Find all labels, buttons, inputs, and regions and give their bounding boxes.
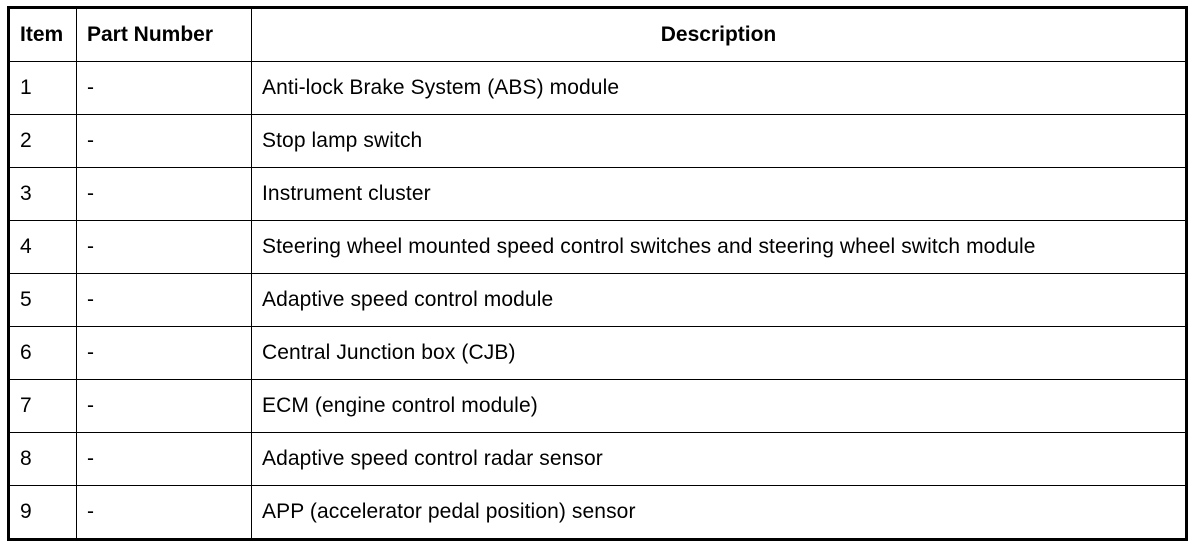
table-row: 7 - ECM (engine control module) [8, 379, 1187, 433]
header-part-number: Part Number [76, 7, 252, 62]
cell-part-number: - [76, 61, 252, 115]
table-row: 9 - APP (accelerator pedal position) sen… [8, 485, 1187, 540]
cell-part-number: - [76, 432, 252, 486]
cell-item: 6 [8, 326, 77, 380]
table-header-row: Item Part Number Description [8, 7, 1187, 62]
cell-item: 4 [8, 220, 77, 274]
cell-description: Instrument cluster [251, 167, 1187, 221]
parts-table: Item Part Number Description 1 - Anti-lo… [7, 6, 1188, 541]
cell-part-number: - [76, 273, 252, 327]
cell-description: APP (accelerator pedal position) sensor [251, 485, 1187, 540]
cell-description: Stop lamp switch [251, 114, 1187, 168]
cell-item: 8 [8, 432, 77, 486]
table-row: 4 - Steering wheel mounted speed control… [8, 220, 1187, 274]
header-description: Description [251, 7, 1187, 62]
cell-part-number: - [76, 326, 252, 380]
header-item: Item [8, 7, 77, 62]
table-row: 5 - Adaptive speed control module [8, 273, 1187, 327]
cell-description: ECM (engine control module) [251, 379, 1187, 433]
cell-item: 7 [8, 379, 77, 433]
table-row: 8 - Adaptive speed control radar sensor [8, 432, 1187, 486]
cell-description: Steering wheel mounted speed control swi… [251, 220, 1187, 274]
cell-item: 9 [8, 485, 77, 540]
cell-item: 1 [8, 61, 77, 115]
cell-part-number: - [76, 379, 252, 433]
table-row: 1 - Anti-lock Brake System (ABS) module [8, 61, 1187, 115]
table-row: 2 - Stop lamp switch [8, 114, 1187, 168]
cell-part-number: - [76, 220, 252, 274]
cell-item: 2 [8, 114, 77, 168]
cell-description: Adaptive speed control module [251, 273, 1187, 327]
table-row: 3 - Instrument cluster [8, 167, 1187, 221]
cell-part-number: - [76, 485, 252, 540]
cell-part-number: - [76, 167, 252, 221]
cell-description: Adaptive speed control radar sensor [251, 432, 1187, 486]
cell-item: 5 [8, 273, 77, 327]
cell-part-number: - [76, 114, 252, 168]
cell-description: Anti-lock Brake System (ABS) module [251, 61, 1187, 115]
cell-description: Central Junction box (CJB) [251, 326, 1187, 380]
cell-item: 3 [8, 167, 77, 221]
table-row: 6 - Central Junction box (CJB) [8, 326, 1187, 380]
